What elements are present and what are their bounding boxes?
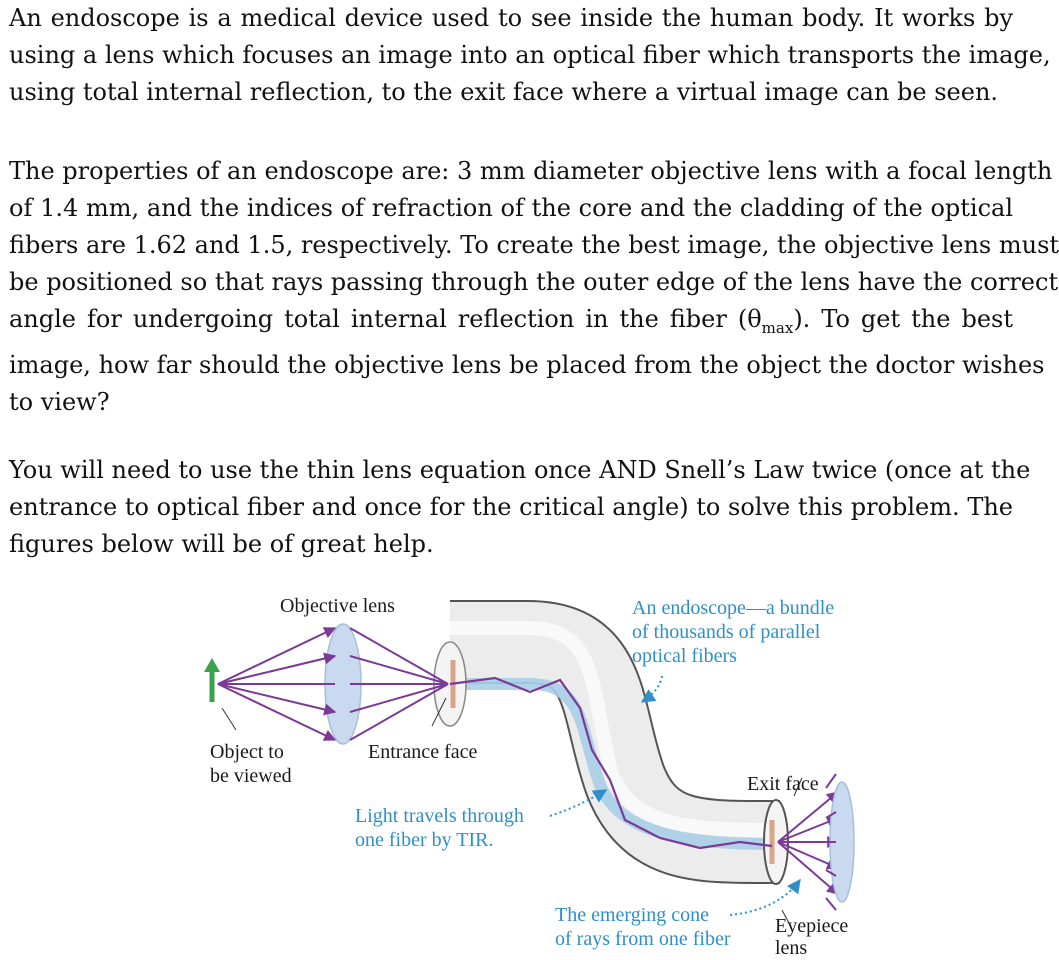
subscript-max: max (761, 318, 794, 337)
label-exit-face: Exit face (747, 773, 819, 795)
leader-lines (221, 697, 803, 926)
label-endoscope-line2: of thousands of parallel (632, 621, 821, 643)
object-arrow (204, 658, 220, 702)
paragraph-instructions: You will need to use the thin lens equat… (9, 452, 1031, 563)
text-line: fibers are 1.62 and 1.5, respectively. T… (9, 231, 1059, 259)
text-fragment: ). To get the best (793, 305, 1013, 333)
label-object-line2: be viewed (210, 765, 292, 787)
text-line-theta-max: angle for undergoing total internal refl… (9, 301, 1013, 347)
text-line: entrance to optical fiber and once for t… (9, 493, 1013, 521)
paragraph-intro: An endoscope is a medical device used to… (9, 0, 1051, 111)
label-eyepiece-line1: Eyepiece (775, 915, 849, 937)
objective-rays (217, 627, 449, 741)
label-endoscope-line3: optical fibers (632, 645, 737, 667)
callout-arrows (549, 675, 801, 916)
paragraph-properties: The properties of an endoscope are: 3 mm… (9, 153, 1059, 421)
label-tir-line1: Light travels through (355, 805, 524, 827)
label-cone-line1: The emerging cone (555, 904, 710, 926)
text-line: of 1.4 mm, and the indices of refraction… (9, 194, 1013, 222)
text-line: to view? (9, 387, 110, 416)
label-objective-lens: Objective lens (280, 595, 395, 617)
tir-ray (449, 676, 773, 850)
fiber-bundle-tube (450, 600, 781, 885)
text-line: image, how far should the objective lens… (9, 350, 1045, 379)
text-fragment: angle for undergoing total internal refl… (9, 305, 762, 333)
text-line: figures below will be of great help. (9, 530, 434, 558)
label-eyepiece-line2: lens (775, 937, 808, 959)
label-entrance-face: Entrance face (368, 741, 478, 763)
text-line: An endoscope is a medical device used to… (9, 4, 1013, 32)
text-line: You will need to use the thin lens equat… (9, 456, 1031, 484)
label-cone-line2: of rays from one fiber (555, 928, 731, 950)
endoscope-figure (204, 600, 855, 926)
label-endoscope-line1: An endoscope—a bundle (632, 597, 835, 619)
text-line: The properties of an endoscope are: 3 mm… (9, 157, 1053, 185)
text-line: using a lens which focuses an image into… (9, 41, 1051, 69)
text-line: be positioned so that rays passing throu… (9, 268, 1059, 296)
text-line: using total internal reflection, to the … (9, 78, 999, 106)
label-tir-line2: one fiber by TIR. (355, 829, 494, 851)
label-object-line1: Object to (210, 741, 284, 763)
